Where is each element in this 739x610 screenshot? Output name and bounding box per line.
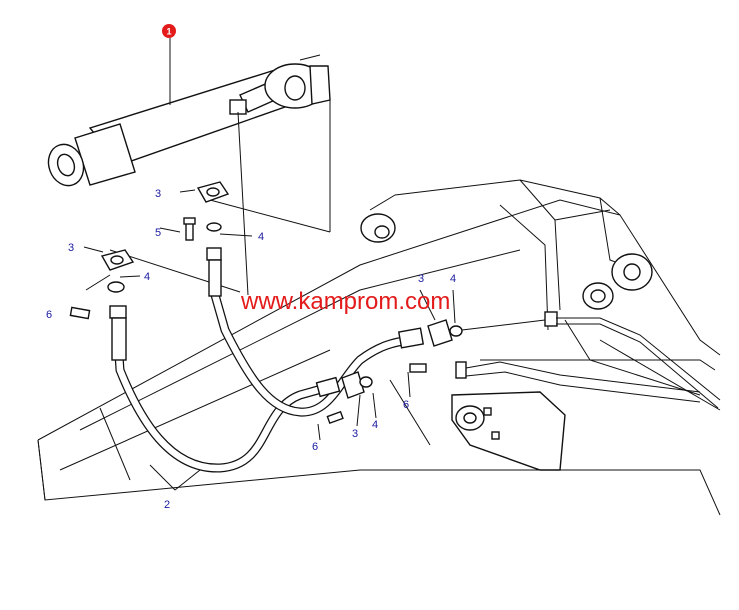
callout-6-middle: 6 xyxy=(312,441,318,453)
callout-4-left: 4 xyxy=(144,271,150,283)
callout-4-upper: 4 xyxy=(258,231,264,243)
callout-3-upper: 3 xyxy=(155,188,161,200)
callout-3-right: 3 xyxy=(418,273,424,285)
callout-3-left: 3 xyxy=(68,242,74,254)
boom-structure xyxy=(37,179,721,516)
callout-3-middle: 3 xyxy=(352,428,358,440)
watermark-text: www.kamprom.com xyxy=(240,288,450,315)
item-badge: 1 xyxy=(162,24,176,38)
callout-5: 5 xyxy=(155,227,161,239)
badge-number: 1 xyxy=(166,27,171,37)
hydraulic-cylinder xyxy=(47,54,331,187)
callout-2: 2 xyxy=(164,499,170,511)
callout-4-middle: 4 xyxy=(372,419,378,431)
fittings xyxy=(69,181,546,425)
hydraulic-hoses xyxy=(113,290,415,473)
callout-labels: 3 5 4 3 4 6 3 4 6 3 4 6 2 xyxy=(46,188,456,511)
callout-6-right: 6 xyxy=(403,399,409,411)
callout-4-right: 4 xyxy=(450,273,456,285)
callout-6-left: 6 xyxy=(46,309,52,321)
